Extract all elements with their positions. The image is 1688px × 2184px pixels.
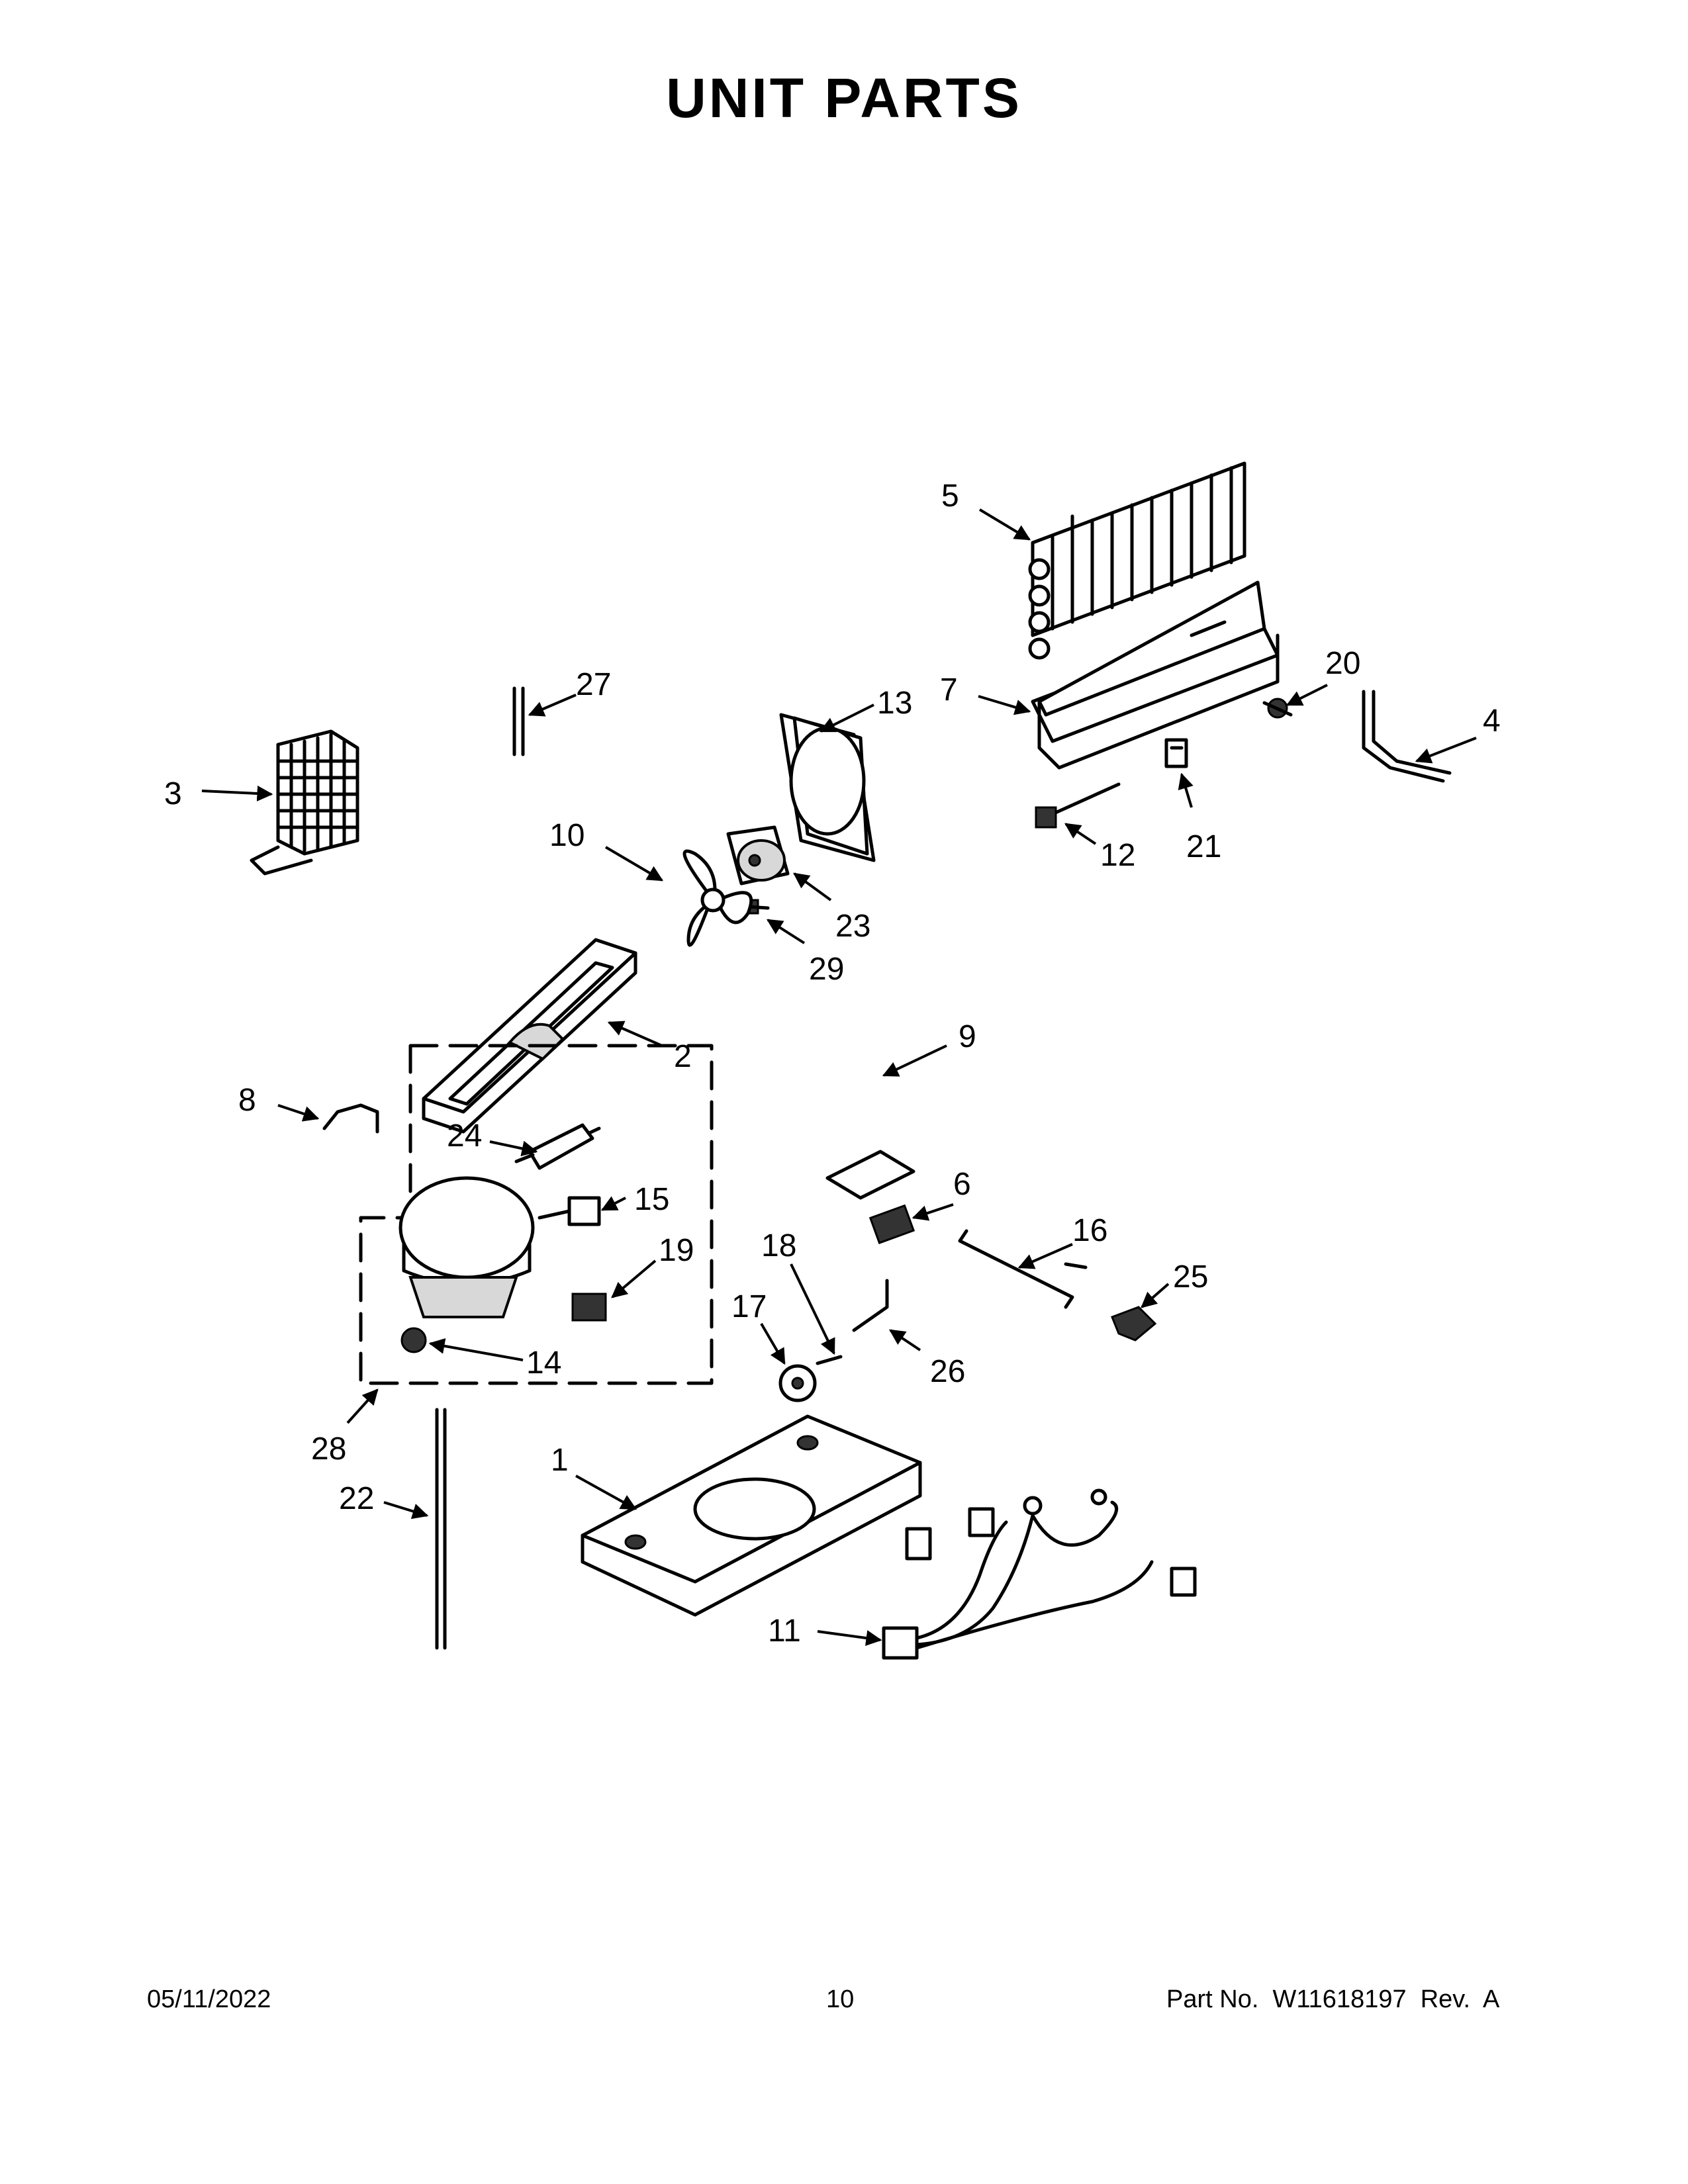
- leader-lines: [201, 508, 1477, 1646]
- part-27-tube: [512, 686, 525, 756]
- callout-5: 5: [941, 478, 959, 514]
- callout-12: 12: [1100, 838, 1135, 873]
- callout-4: 4: [1483, 704, 1501, 739]
- callout-14: 14: [526, 1345, 561, 1381]
- callout-19: 19: [659, 1233, 694, 1268]
- part-21-clip: [1164, 738, 1188, 768]
- part-8-tube: [322, 1103, 379, 1134]
- part-4-tube: [1362, 690, 1452, 783]
- callout-15: 15: [634, 1182, 669, 1217]
- part-17-grommet: [778, 1364, 817, 1402]
- callout-29: 29: [809, 952, 844, 987]
- part-5-evaporator: [1028, 461, 1246, 660]
- part-13-fan-shroud: [779, 713, 876, 862]
- part-18-screw: [816, 1355, 843, 1365]
- callout-25: 25: [1173, 1259, 1208, 1295]
- footer-part-number: Part No. W11618197 Rev. A: [1166, 1985, 1500, 2013]
- callout-27: 27: [576, 667, 611, 702]
- part-1-base-plate: [581, 1414, 922, 1617]
- callout-26: 26: [930, 1354, 965, 1389]
- part-19-relay: [571, 1293, 607, 1322]
- callout-3: 3: [164, 776, 182, 811]
- part-6-board: [868, 1204, 915, 1244]
- part-26-tube: [852, 1279, 889, 1332]
- callout-16: 16: [1072, 1213, 1107, 1248]
- callout-1: 1: [551, 1443, 569, 1478]
- part-20-screw: [1262, 698, 1293, 719]
- part-25-clamp: [1111, 1306, 1157, 1342]
- callout-20: 20: [1325, 646, 1360, 681]
- callout-11: 11: [768, 1614, 801, 1649]
- callout-24: 24: [447, 1118, 482, 1154]
- part-9-pad: [825, 1150, 915, 1200]
- callout-21: 21: [1186, 829, 1221, 864]
- callout-18: 18: [761, 1228, 796, 1263]
- part-16-tube: [958, 1229, 1088, 1309]
- part-12-heater: [1035, 782, 1121, 829]
- callout-23: 23: [835, 909, 870, 944]
- footer-page-number: 10: [826, 1985, 855, 2013]
- part-14-grommet: [400, 1327, 427, 1353]
- part-7-drain-pan: [1031, 580, 1280, 770]
- callout-8: 8: [238, 1083, 256, 1118]
- callout-22: 22: [339, 1481, 374, 1516]
- part-10-fan-blade: [682, 849, 753, 947]
- callout-7: 7: [940, 672, 958, 707]
- part-23-fan-motor: [726, 825, 790, 886]
- part-2-drain-pan: [422, 938, 637, 1134]
- part-24-drier: [514, 1123, 601, 1170]
- part-11-wiring-harness: [882, 1488, 1197, 1660]
- part-3-condenser: [250, 729, 359, 876]
- callout-10: 10: [549, 818, 585, 853]
- callout-6: 6: [953, 1167, 971, 1202]
- callout-9: 9: [959, 1019, 976, 1054]
- callout-2: 2: [674, 1039, 692, 1074]
- compressor: [399, 1176, 535, 1318]
- callout-28: 28: [311, 1432, 346, 1467]
- part-15-overload: [538, 1196, 601, 1226]
- page-title: UNIT PARTS: [666, 67, 1022, 129]
- part-22-tube: [435, 1408, 447, 1650]
- callout-labels: 5 7 20 4 27 3 13 10 23 29 12 21 2 9 8 24…: [164, 478, 1501, 1649]
- footer-date: 05/11/2022: [147, 1985, 271, 2013]
- callout-17: 17: [731, 1289, 767, 1324]
- callout-13: 13: [877, 686, 912, 721]
